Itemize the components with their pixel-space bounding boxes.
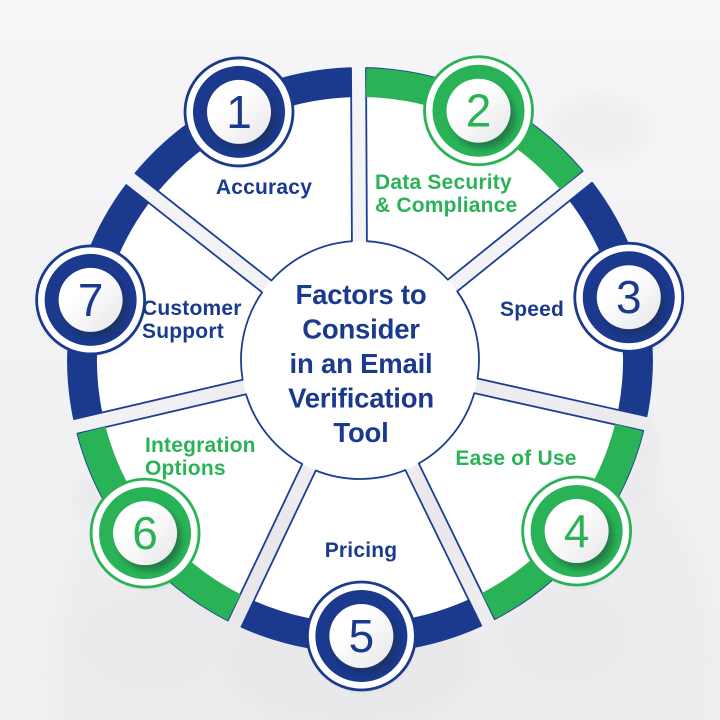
wheel-title-line: Factors to [296, 279, 427, 310]
segment-label-line: Speed [500, 298, 564, 321]
badge-inner-disc [329, 604, 394, 668]
badge-number: 7 [78, 274, 104, 326]
segment-1-label: Accuracy [216, 176, 312, 199]
segment-label-line: & Compliance [375, 194, 517, 217]
segment-1-number-badge: 1 [183, 56, 295, 168]
segment-label-line: Customer [142, 297, 242, 320]
badge-number: 4 [564, 505, 590, 557]
segment-2-number-badge: 2 [423, 55, 534, 167]
segment-label-line: Options [145, 457, 226, 480]
segment-3-number-badge: 3 [573, 241, 685, 353]
segment-5-number-badge: 5 [305, 580, 417, 692]
segment-5-label: Pricing [325, 539, 398, 562]
segment-label-line: Integration [145, 434, 256, 457]
wheel-title-line: Consider [302, 314, 420, 345]
segment-4-number-badge: 4 [521, 475, 633, 587]
segment-label-line: Pricing [325, 539, 398, 562]
segment-label-line: Accuracy [216, 176, 312, 199]
badge-inner-disc [544, 499, 609, 564]
segment-6-number-badge: 6 [89, 477, 201, 589]
segment-7-number-badge: 7 [35, 244, 147, 356]
badge-inner-disc [113, 501, 178, 566]
badge-inner-disc [207, 79, 272, 144]
segment-2-label: Data Security& Compliance [375, 171, 517, 217]
badge-number: 3 [616, 271, 642, 323]
wheel-title-line: in an Email [290, 348, 433, 379]
badge-number: 6 [132, 507, 158, 559]
badge-inner-disc [446, 78, 511, 143]
segment-label-line: Support [142, 320, 224, 343]
segment-4-label: Ease of Use [455, 447, 576, 470]
badge-number: 5 [349, 610, 375, 662]
segment-label-line: Ease of Use [455, 447, 576, 470]
badge-inner-disc [58, 267, 123, 332]
badge-inner-disc [596, 265, 661, 330]
segment-label-line: Data Security [375, 171, 512, 194]
wheel-title-line: Verification [288, 383, 434, 414]
center-circle [241, 241, 479, 479]
badge-number: 2 [466, 85, 492, 137]
segment-3-label: Speed [500, 298, 564, 321]
badge-number: 1 [226, 86, 252, 138]
factors-wheel: 1 2 3 4 5 6 7 Accuracy Data Security& Compliance… [35, 55, 685, 692]
wheel-title-line: Tool [333, 417, 388, 448]
